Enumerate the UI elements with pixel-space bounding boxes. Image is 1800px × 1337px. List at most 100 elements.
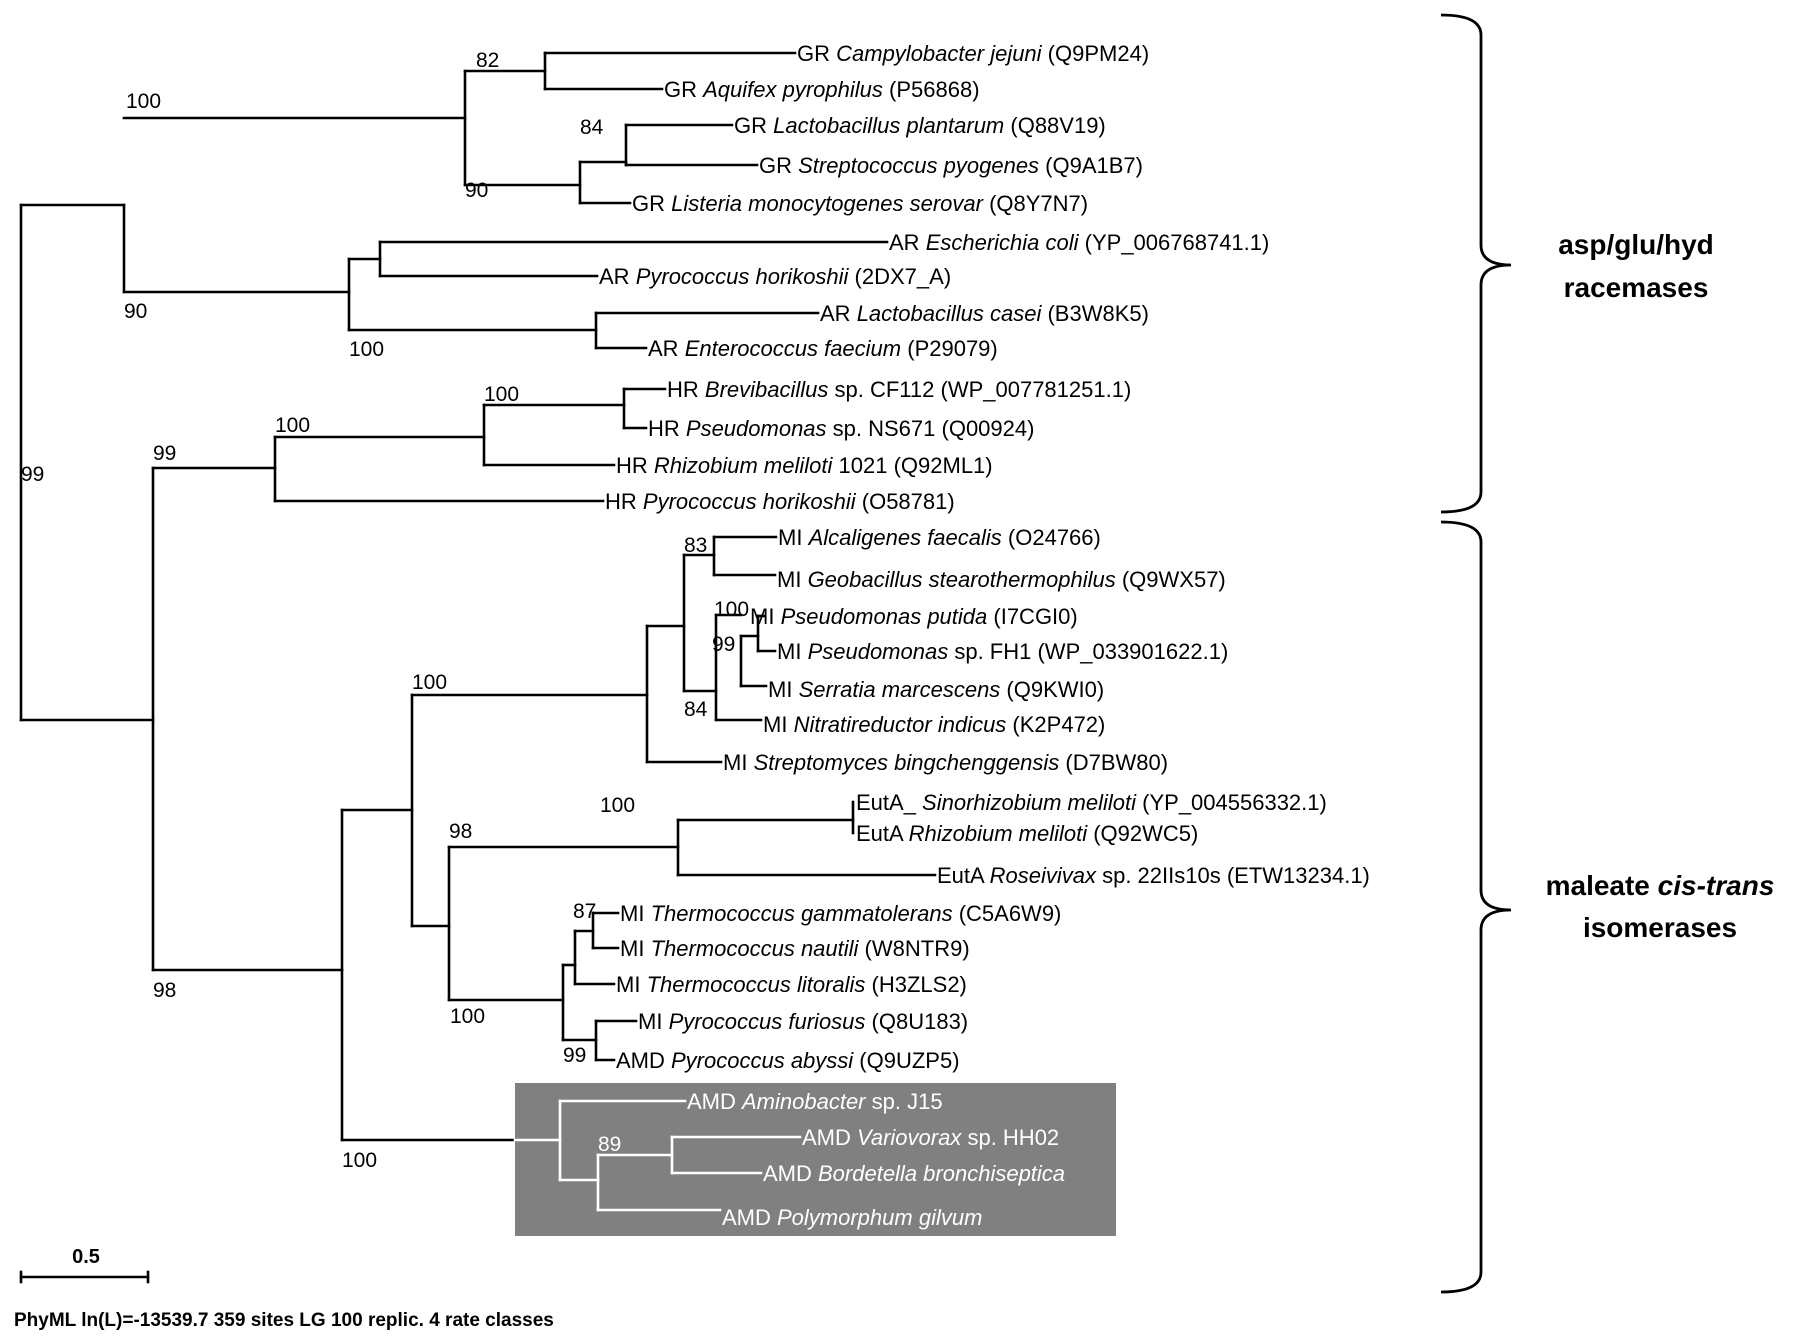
bootstrap-value-16: 100	[600, 794, 635, 817]
leaf-label-20: MI Streptomyces bingchenggensis (D7BW80)	[723, 750, 1168, 775]
leaf-label-8: AR Lactobacillus casei (B3W8K5)	[820, 301, 1149, 326]
leaf-species: Streptococcus pyogenes	[798, 153, 1039, 178]
group-bracket-isomerases	[1440, 520, 1512, 1294]
leaf-label-13: HR Pyrococcus horikoshii (O58781)	[605, 489, 955, 514]
bootstrap-value-9: 99	[153, 442, 176, 465]
bootstrap-value-13: 99	[712, 633, 735, 656]
leaf-prefix: MI	[620, 901, 651, 926]
leaf-species: Enterococcus faecium	[685, 336, 901, 361]
leaf-species: Streptomyces bingchenggensis	[754, 750, 1060, 775]
leaf-label-1: GR Campylobacter jejuni (Q9PM24)	[797, 41, 1149, 66]
leaf-suffix: 1021	[832, 453, 887, 478]
leaf-suffix: sp. 22IIs10s	[1096, 863, 1221, 888]
leaf-prefix: MI	[723, 750, 754, 775]
leaf-acc: (O24766)	[1002, 525, 1101, 550]
bootstrap-value-4: 90	[465, 179, 488, 202]
leaf-prefix: AMD	[802, 1125, 857, 1150]
leaf-label-2: GR Aquifex pyrophilus (P56868)	[664, 77, 980, 102]
leaf-prefix: GR	[632, 191, 671, 216]
leaf-acc: (Q9KWI0)	[1000, 677, 1104, 702]
leaf-label-29: AMD Aminobacter sp. J15	[687, 1089, 943, 1114]
leaf-prefix: EutA	[937, 863, 990, 888]
leaf-prefix: AMD	[722, 1205, 777, 1230]
leaf-prefix: MI	[768, 677, 799, 702]
leaf-species: Thermococcus gammatolerans	[651, 901, 953, 926]
leaf-prefix: AR	[820, 301, 857, 326]
leaf-label-26: MI Thermococcus litoralis (H3ZLS2)	[616, 972, 967, 997]
leaf-suffix: sp. HH02	[961, 1125, 1059, 1150]
leaf-label-19: MI Nitratireductor indicus (K2P472)	[763, 712, 1105, 737]
leaf-acc: (B3W8K5)	[1041, 301, 1149, 326]
leaf-acc: (C5A6W9)	[953, 901, 1062, 926]
bootstrap-value-17: 98	[449, 820, 472, 843]
leaf-prefix: HR	[648, 416, 686, 441]
leaf-acc: (Q92ML1)	[887, 453, 992, 478]
leaf-label-14: MI Alcaligenes faecalis (O24766)	[778, 525, 1101, 550]
leaf-acc: (Q92WC5)	[1087, 821, 1198, 846]
bootstrap-value-1: 82	[476, 49, 499, 72]
leaf-suffix: sp. CF112	[828, 377, 934, 402]
leaf-species: Bordetella bronchiseptica	[818, 1161, 1065, 1186]
leaf-species: Pseudomonas	[808, 639, 949, 664]
leaf-prefix: GR	[759, 153, 798, 178]
leaf-label-24: MI Thermococcus gammatolerans (C5A6W9)	[620, 901, 1061, 926]
leaf-prefix: MI	[616, 972, 647, 997]
leaf-label-22: EutA Rhizobium meliloti (Q92WC5)	[856, 821, 1198, 846]
leaf-labels: GR Campylobacter jejuni (Q9PM24)GR Aquif…	[599, 41, 1370, 1230]
leaf-prefix: MI	[763, 712, 794, 737]
bootstrap-value-5: 90	[124, 300, 147, 323]
footnote: PhyML ln(L)=-13539.7 359 sites LG 100 re…	[14, 1310, 554, 1331]
leaf-species: Serratia marcescens	[799, 677, 1001, 702]
leaf-acc: (H3ZLS2)	[865, 972, 966, 997]
leaf-label-10: HR Brevibacillus sp. CF112 (WP_007781251…	[667, 377, 1131, 402]
leaf-label-27: MI Pyrococcus furiosus (Q8U183)	[638, 1009, 968, 1034]
leaf-species: Pyrococcus furiosus	[669, 1009, 866, 1034]
leaf-prefix: AMD	[616, 1048, 671, 1073]
leaf-species: Nitratireductor indicus	[794, 712, 1007, 737]
leaf-species: Variovorax	[857, 1125, 962, 1150]
leaf-species: Pseudomonas putida	[781, 604, 988, 629]
leaf-label-31: AMD Bordetella bronchiseptica	[763, 1161, 1065, 1186]
leaf-label-16: MI Pseudomonas putida (I7CGI0)	[750, 604, 1078, 629]
leaf-acc: (YP_006768741.1)	[1079, 230, 1270, 255]
leaf-species: Lactobacillus plantarum	[773, 113, 1004, 138]
tree-branches	[19, 51, 937, 1212]
leaf-acc: (WP_007781251.1)	[934, 377, 1131, 402]
leaf-species: Aquifex pyrophilus	[701, 77, 883, 102]
bootstrap-labels: 8210084909010010010099998310099841001009…	[21, 49, 749, 1172]
leaf-label-6: AR Escherichia coli (YP_006768741.1)	[889, 230, 1269, 255]
leaf-acc: (Q9UZP5)	[853, 1048, 959, 1073]
leaf-acc: (Q9WX57)	[1116, 567, 1226, 592]
leaf-prefix: GR	[664, 77, 703, 102]
leaf-label-4: GR Streptococcus pyogenes (Q9A1B7)	[759, 153, 1143, 178]
leaf-label-30: AMD Variovorax sp. HH02	[802, 1125, 1059, 1150]
leaf-prefix: AR	[889, 230, 926, 255]
leaf-prefix: EutA_	[856, 790, 922, 815]
leaf-acc: (Q9PM24)	[1042, 41, 1150, 66]
bootstrap-value-11: 83	[684, 534, 707, 557]
leaf-prefix: HR	[605, 489, 643, 514]
leaf-label-5: GR Listeria monocytogenes serovar (Q8Y7N…	[632, 191, 1088, 216]
group-bracket-racemases	[1440, 13, 1512, 514]
bootstrap-value-7: 100	[484, 383, 519, 406]
leaf-acc: (Q00924)	[935, 416, 1034, 441]
bootstrap-value-21: 98	[153, 979, 176, 1002]
bootstrap-value-2: 100	[126, 90, 161, 113]
leaf-species: Rhizobium meliloti	[654, 453, 834, 478]
leaf-acc: (Q8Y7N7)	[983, 191, 1088, 216]
leaf-prefix: AR	[599, 264, 636, 289]
group-label-isomerases-line2: isomerases	[1583, 912, 1737, 943]
leaf-label-11: HR Pseudomonas sp. NS671 (Q00924)	[648, 416, 1034, 441]
leaf-suffix: sp. J15	[866, 1089, 943, 1114]
leaf-label-21: EutA_ Sinorhizobium meliloti (YP_0045563…	[856, 790, 1327, 815]
leaf-acc: (I7CGI0)	[987, 604, 1077, 629]
bootstrap-value-10: 99	[21, 463, 44, 486]
leaf-species: Pseudomonas	[686, 416, 827, 441]
leaf-species: Thermococcus nautili	[651, 936, 860, 961]
leaf-label-12: HR Rhizobium meliloti 1021 (Q92ML1)	[616, 453, 993, 478]
leaf-label-28: AMD Pyrococcus abyssi (Q9UZP5)	[616, 1048, 960, 1073]
bootstrap-value-19: 100	[450, 1005, 485, 1028]
leaf-suffix: sp. FH1	[948, 639, 1031, 664]
leaf-prefix: GR	[797, 41, 836, 66]
